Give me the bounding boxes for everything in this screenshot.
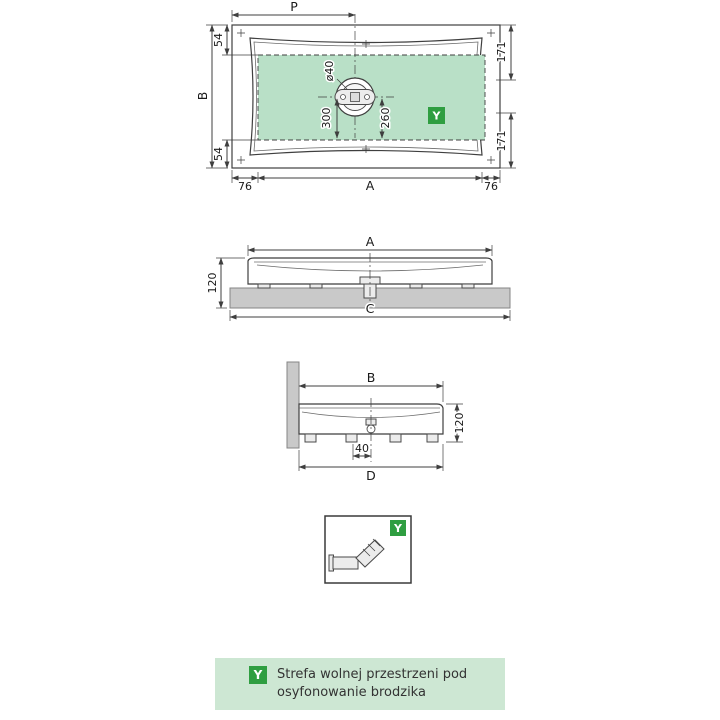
tray-side-profile [298, 398, 444, 462]
dim-label-d: D [366, 468, 376, 483]
legend-line-2: osyfonowanie brodzika [277, 685, 426, 701]
dim-label-76-left: 76 [238, 180, 252, 193]
dim-label-76-right: 76 [484, 180, 498, 193]
dim-label-54-bottom: 54 [212, 147, 225, 161]
top-view: P B 54 54 171 171 76 A 76 ø40 300 260 Y [194, 0, 516, 195]
dim-label-171-top: 171 [495, 42, 508, 63]
drawing-svg: P B 54 54 171 171 76 A 76 ø40 300 260 Y [194, 0, 516, 584]
side-view: B 120 40 D [286, 361, 468, 485]
dim-label-300: 300 [320, 108, 333, 129]
y-marker-detail: Y [390, 520, 406, 536]
tray-front-profile [247, 253, 493, 303]
dim-label-c: C [366, 301, 375, 316]
front-view-dimension-lines [216, 245, 511, 321]
dim-label-54-top: 54 [212, 33, 225, 47]
dim-label-260: 260 [379, 108, 392, 129]
front-view: A 120 C [205, 233, 511, 321]
legend: Y Strefa wolnej przestrzeni pod osyfonow… [215, 658, 505, 710]
dim-label-a-front: A [366, 234, 375, 249]
side-view-dimension-lines [298, 381, 463, 471]
dim-label-120-front: 120 [206, 273, 219, 294]
drain-assembly-plan [318, 14, 394, 138]
dim-label-120-side: 120 [453, 413, 466, 434]
y-marker-plan-label: Y [432, 110, 442, 123]
dim-label-171-bottom: 171 [495, 131, 508, 152]
dim-label-drain-diameter: ø40 [323, 61, 336, 82]
y-marker-plan: Y [428, 107, 445, 124]
detail-box: Y [324, 515, 412, 584]
top-view-dimension-lines [206, 10, 516, 183]
dim-label-40: 40 [355, 442, 369, 455]
mounting-cross-marks [237, 29, 495, 164]
wall-section [286, 361, 300, 449]
dim-label-b-plan: B [195, 92, 210, 101]
legend-text: Strefa wolnej przestrzeni pod osyfonowan… [277, 666, 467, 702]
dim-label-a-plan: A [366, 178, 375, 193]
drain-pipe-icon [328, 538, 385, 572]
y-marker-legend: Y [249, 666, 267, 684]
legend-line-1: Strefa wolnej przestrzeni pod [277, 667, 468, 682]
dim-label-b-side: B [367, 370, 376, 385]
dim-label-p: P [290, 0, 298, 14]
y-marker-detail-label: Y [393, 522, 403, 535]
